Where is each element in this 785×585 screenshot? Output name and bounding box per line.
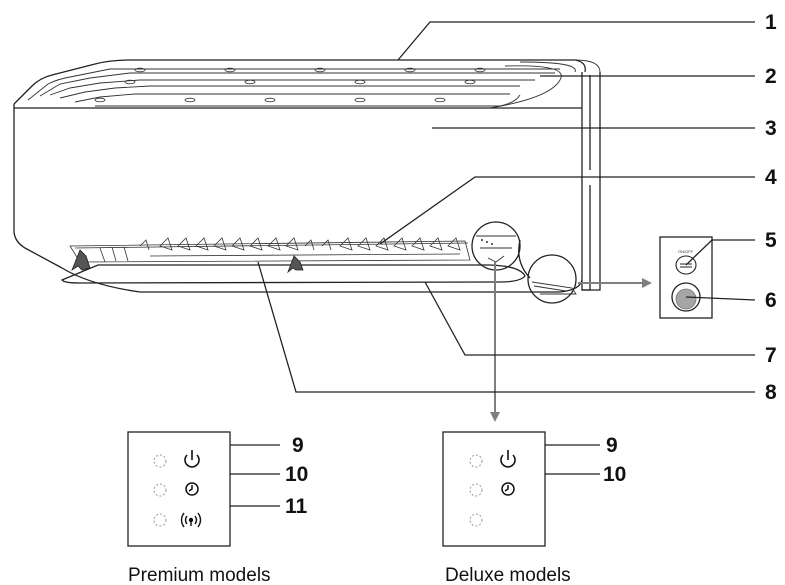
power-icon	[500, 450, 516, 468]
callout-7: 7	[765, 344, 777, 367]
premium-label-9: 9	[292, 434, 304, 457]
callout-numbers: 1 2 3 4 5 6 7 8	[765, 11, 777, 404]
timer-icon	[185, 482, 199, 496]
callout-4: 4	[765, 166, 777, 189]
callout-1: 1	[765, 11, 777, 34]
indoor-unit	[13, 59, 601, 304]
timer-icon	[501, 482, 515, 496]
premium-label-10: 10	[285, 463, 308, 486]
callout-5: 5	[765, 229, 777, 252]
deluxe-caption: Deluxe models	[445, 565, 571, 585]
premium-led-indicators	[153, 454, 167, 527]
unit-button-area	[527, 254, 577, 304]
airflow-flap	[61, 264, 526, 284]
premium-caption: Premium models	[128, 565, 271, 585]
side-button-panel: ON/OFF	[659, 236, 713, 319]
air-intake-grille	[13, 59, 586, 109]
callout-2: 2	[765, 65, 777, 88]
sensor-window	[671, 282, 701, 312]
deluxe-label-10: 10	[603, 463, 626, 486]
deluxe-display-panel: 9 10 Deluxe models	[442, 431, 626, 585]
deluxe-led-indicators	[469, 454, 483, 527]
callout-3: 3	[765, 117, 777, 140]
wifi-icon	[180, 512, 202, 528]
premium-display-panel: 9 10 11 Premium models	[127, 431, 308, 585]
vertical-vanes	[69, 237, 471, 263]
power-icon	[184, 450, 200, 468]
callout-6: 6	[765, 289, 777, 312]
deluxe-label-9: 9	[606, 434, 618, 457]
on-off-label: ON/OFF	[678, 249, 694, 254]
callout-8: 8	[765, 381, 777, 404]
premium-label-11: 11	[285, 495, 308, 518]
